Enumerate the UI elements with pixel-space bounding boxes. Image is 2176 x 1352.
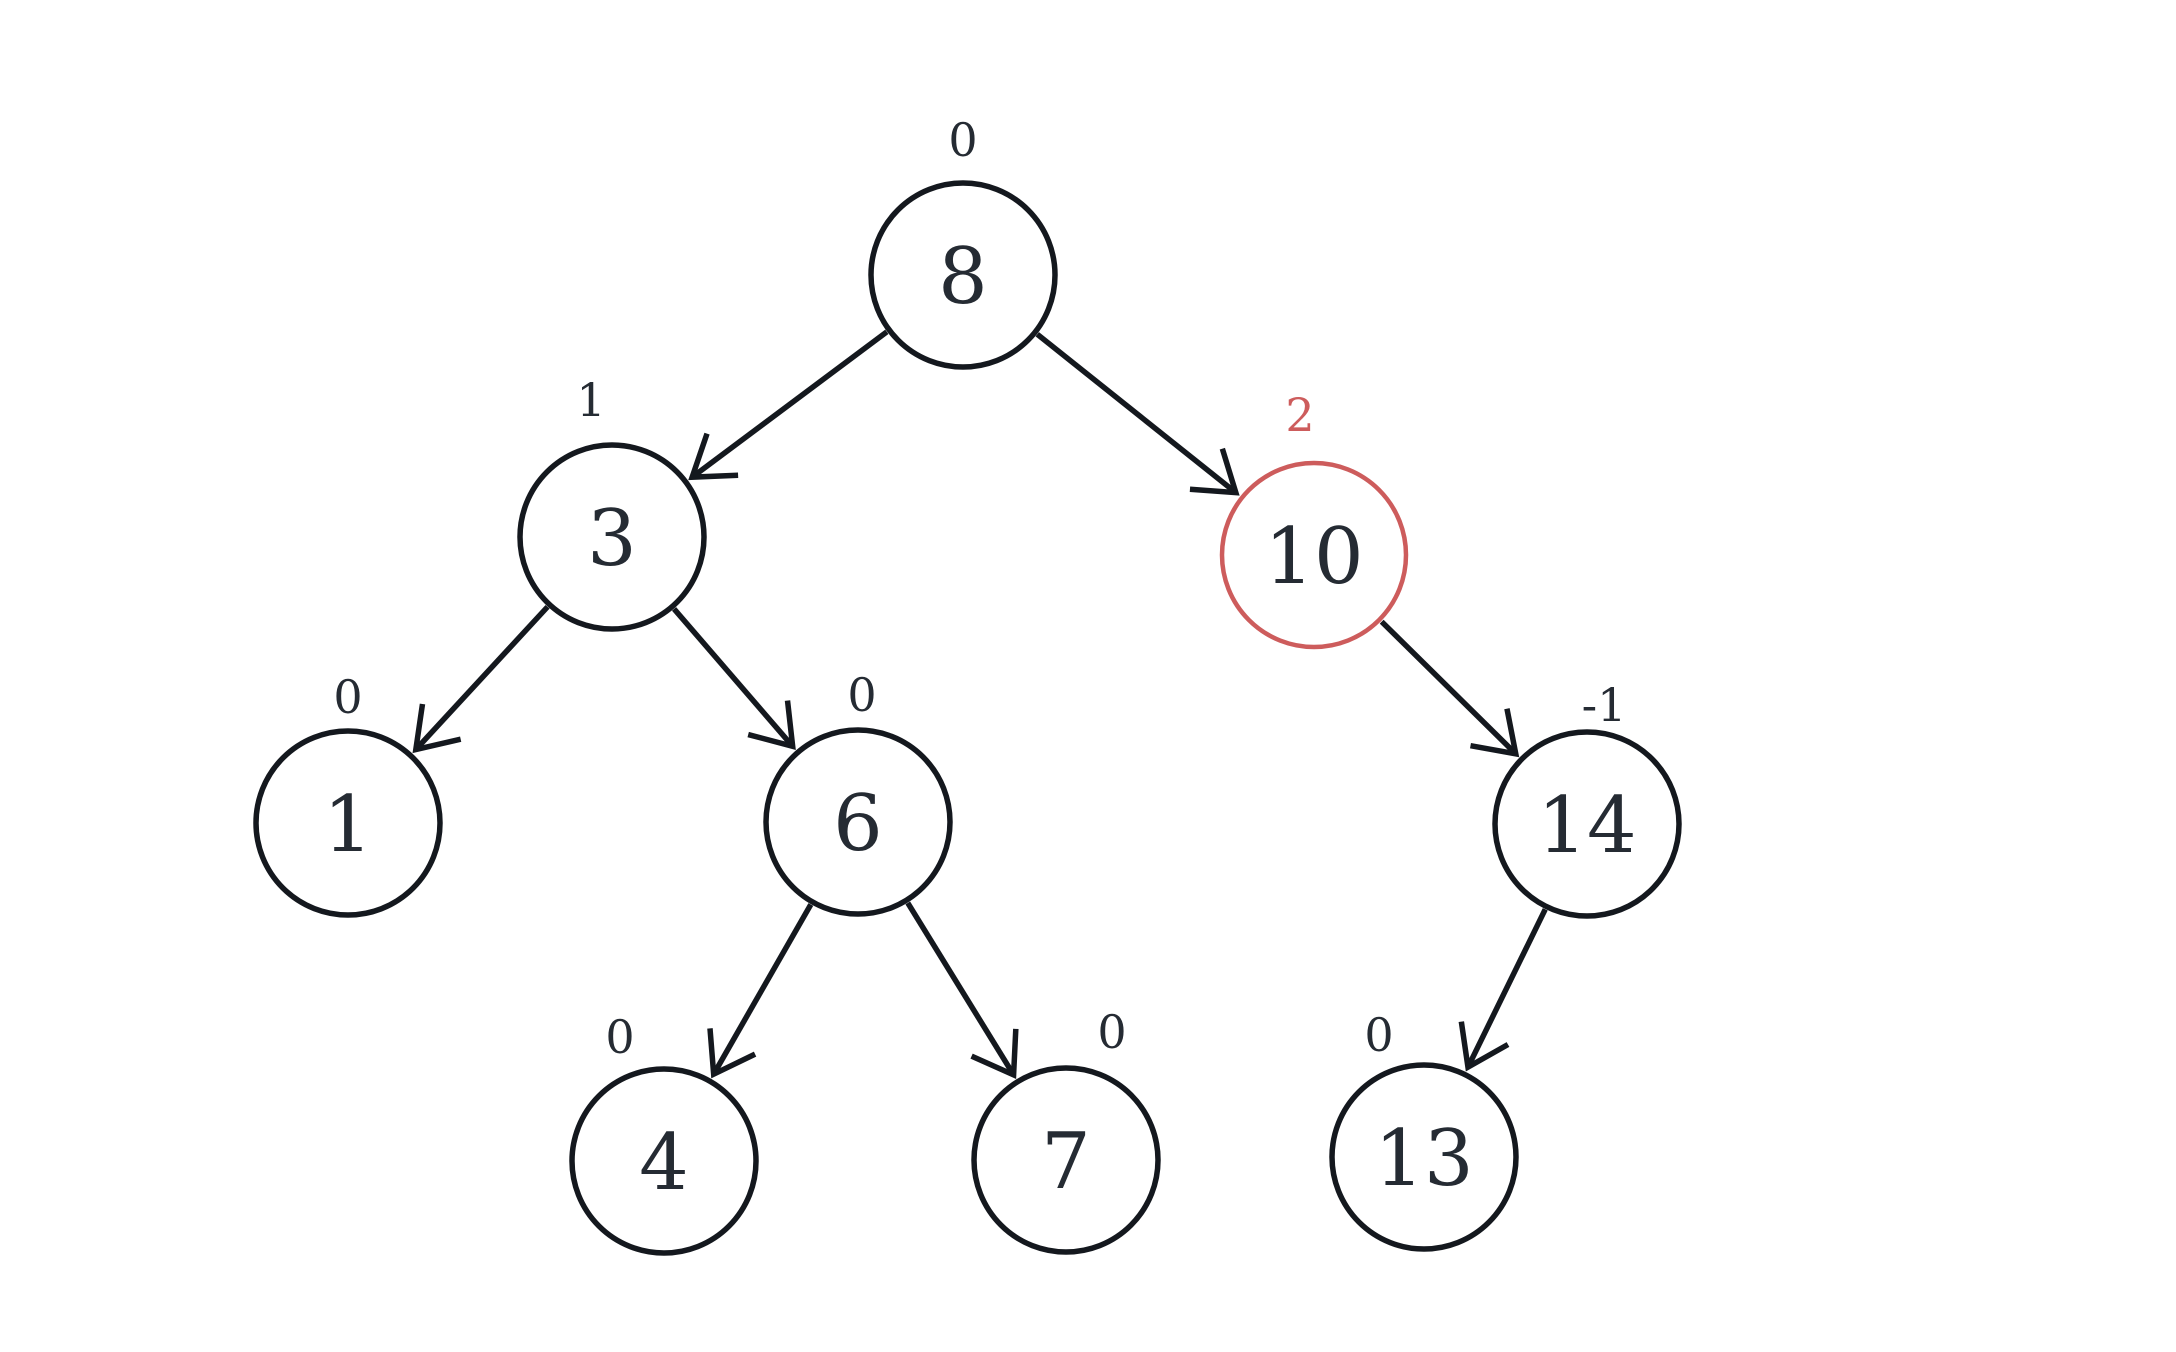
node-circle[interactable] <box>1492 729 1682 919</box>
tree-edge <box>1035 332 1240 496</box>
tree-edge <box>707 903 814 1079</box>
edges-layer <box>412 329 1548 1079</box>
balance-factor-label: 0 <box>1364 1008 1393 1062</box>
tree-node[interactable]: 31 <box>517 373 707 632</box>
node-value-label: 6 <box>833 779 883 869</box>
tree-edge <box>412 604 550 754</box>
tree-edge <box>671 607 796 750</box>
node-circle[interactable] <box>971 1065 1161 1255</box>
node-value-label: 4 <box>639 1118 689 1208</box>
node-circle[interactable] <box>1329 1062 1519 1252</box>
tree-edge <box>1379 619 1520 758</box>
node-circle[interactable] <box>253 728 443 918</box>
tree-node[interactable]: 13 0 <box>1329 1008 1519 1252</box>
balance-factor-label: 0 <box>333 670 362 724</box>
tree-node[interactable]: 14 -1 <box>1492 678 1682 919</box>
node-value-label: 14 <box>1537 781 1636 871</box>
tree-edge <box>905 901 1019 1079</box>
node-value-label: 13 <box>1374 1114 1473 1204</box>
tree-node[interactable]: 80 <box>868 113 1058 370</box>
tree-node[interactable]: 60 <box>763 668 953 917</box>
node-circle-highlighted[interactable] <box>1219 460 1409 650</box>
node-value-label: 8 <box>938 232 988 322</box>
balance-factor-label: -1 <box>1582 678 1627 732</box>
tree-node[interactable]: 10 <box>253 670 443 918</box>
tree-edge <box>688 329 889 481</box>
tree-edge <box>1458 908 1548 1072</box>
balance-factor-label: 0 <box>847 668 876 722</box>
tree-node[interactable]: 70 <box>971 1005 1161 1255</box>
node-circle[interactable] <box>868 180 1058 370</box>
tree-node[interactable]: 10 2 <box>1219 388 1409 650</box>
node-value-label: 1 <box>323 780 373 870</box>
node-circle[interactable] <box>569 1066 759 1256</box>
balance-factor-label: 0 <box>1097 1005 1126 1059</box>
node-value-label: 3 <box>587 494 637 584</box>
tree-node[interactable]: 40 <box>569 1010 759 1256</box>
balance-factor-label: 0 <box>605 1010 634 1064</box>
balance-factor-label-highlighted: 2 <box>1285 388 1314 442</box>
node-value-label: 10 <box>1264 512 1363 602</box>
node-circle[interactable] <box>763 727 953 917</box>
node-value-label: 7 <box>1041 1117 1091 1207</box>
node-circle[interactable] <box>517 442 707 632</box>
balance-factor-label: 1 <box>576 373 605 427</box>
balance-factor-label: 0 <box>948 113 977 167</box>
